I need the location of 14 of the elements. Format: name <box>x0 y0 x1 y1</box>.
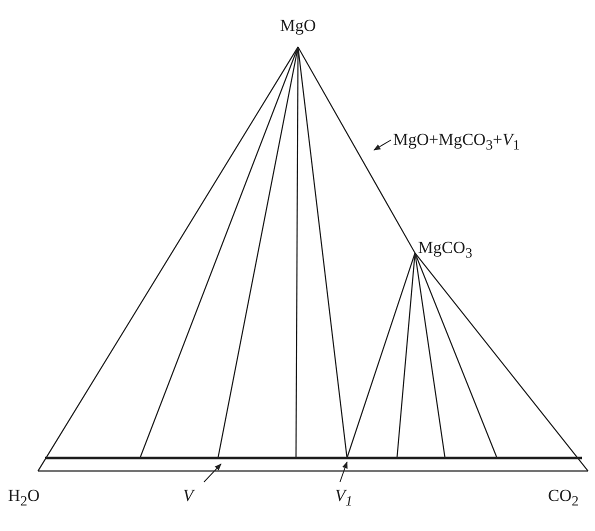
triangle-side <box>37 46 299 472</box>
leader-arrow <box>204 464 222 482</box>
leader-arrow <box>373 140 392 150</box>
phase-assemblage-label: MgO+MgCO$_{3}$+V$_{1}$ <box>393 130 520 156</box>
leader-arrow <box>340 461 348 482</box>
vertex-label: CO$_{2}$ <box>548 486 579 512</box>
vertex-label: MgO <box>280 16 316 36</box>
vertex-label: H$_{2}$O <box>8 486 40 512</box>
point-label: V <box>183 486 194 506</box>
triangle-side <box>414 252 588 472</box>
vertex-label: MgCO$_{3}$ <box>418 238 472 264</box>
point-label: V$_{1}$ <box>335 486 352 512</box>
triangle-side <box>297 46 416 254</box>
triangle-side <box>38 470 588 472</box>
